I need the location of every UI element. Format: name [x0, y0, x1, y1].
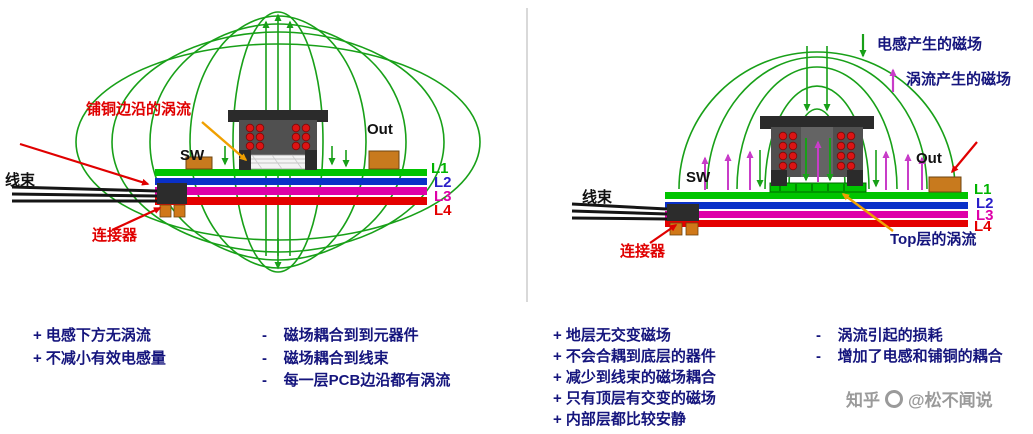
right-pcb-stack: [665, 182, 968, 227]
label-connector-right: 连接器: [620, 243, 666, 260]
right-center-field-arrows: [802, 138, 834, 182]
right-pros-item-2: + 不会合耦到底层的器件: [553, 348, 716, 365]
top-layer-copper-pad: [769, 182, 867, 193]
right-legend-arrows: [859, 34, 897, 92]
zhihu-logo-icon: [885, 389, 903, 408]
left-pros-item-1: + 电感下方无涡流: [33, 327, 151, 344]
left-winding-dots: [245, 123, 311, 151]
left-harness-and-connector: [11, 183, 187, 218]
right-inductor: [760, 116, 874, 186]
watermark-handle: @松不闻说: [908, 391, 993, 410]
watermark-brand: 知乎: [846, 391, 880, 410]
right-pros-item-5: + 内部层都比较安静: [553, 411, 686, 428]
label-l3-right: L3: [976, 207, 994, 224]
left-pcb-stack: [155, 169, 427, 205]
legend-eddy-field: 涡流产生的磁场: [906, 71, 1012, 88]
right-pros-item-3: + 减少到线束的磁场耦合: [553, 369, 716, 386]
right-cons-item-2: - 增加了电感和铺铜的耦合: [816, 348, 1003, 365]
label-sw-left: SW: [180, 147, 205, 164]
panel-divider: [526, 8, 528, 302]
left-cons-item-1: - 磁场耦合到到元器件: [262, 327, 419, 344]
right-pros-item-4: + 只有顶层有交变的磁场: [553, 390, 716, 407]
right-cons-item-1: - 涡流引起的损耗: [816, 327, 943, 344]
label-harness-right: 线束: [582, 189, 613, 206]
right-eddy-field-arrows: [701, 150, 926, 190]
label-l2-left: L2: [434, 174, 452, 191]
right-pointer-arrows: [649, 141, 978, 244]
label-l1-right: L1: [974, 181, 992, 198]
right-winding-dots: [778, 131, 856, 171]
left-magnetic-field-lines: [75, 11, 481, 273]
left-pointer-arrows: [19, 121, 248, 231]
left-pros-item-2: + 不减小有效电感量: [33, 350, 166, 367]
watermark: 知乎 @松不闻说: [846, 386, 993, 411]
label-l2-right: L2: [976, 195, 994, 212]
label-harness-left: 线束: [5, 172, 36, 189]
label-l4-right: L4: [974, 218, 992, 235]
label-l3-left: L3: [434, 188, 452, 205]
label-connector-left: 连接器: [92, 227, 138, 244]
left-cons-item-3: - 每一层PCB边沿都有涡流: [262, 372, 451, 389]
legend-inductor-field: 电感产生的磁场: [877, 36, 983, 53]
left-components: [185, 150, 400, 170]
label-out-right: Out: [916, 150, 942, 167]
left-inductor: [228, 110, 328, 170]
right-pros-item-1: + 地层无交变磁场: [553, 327, 671, 344]
out-component: [368, 150, 400, 170]
label-copper-edge-eddy: 铺铜边沿的涡流: [86, 101, 192, 118]
sw-component: [185, 156, 213, 170]
label-out-left: Out: [367, 121, 393, 138]
out-component: [928, 176, 962, 193]
left-cons-item-2: - 磁场耦合到线束: [262, 350, 389, 367]
label-sw-right: SW: [686, 169, 711, 186]
right-components: [928, 176, 962, 193]
right-harness-and-connector: [571, 202, 699, 236]
label-l1-left: L1: [431, 160, 449, 177]
label-top-layer-eddy: Top层的涡流: [890, 231, 977, 248]
label-l4-left: L4: [434, 202, 452, 219]
